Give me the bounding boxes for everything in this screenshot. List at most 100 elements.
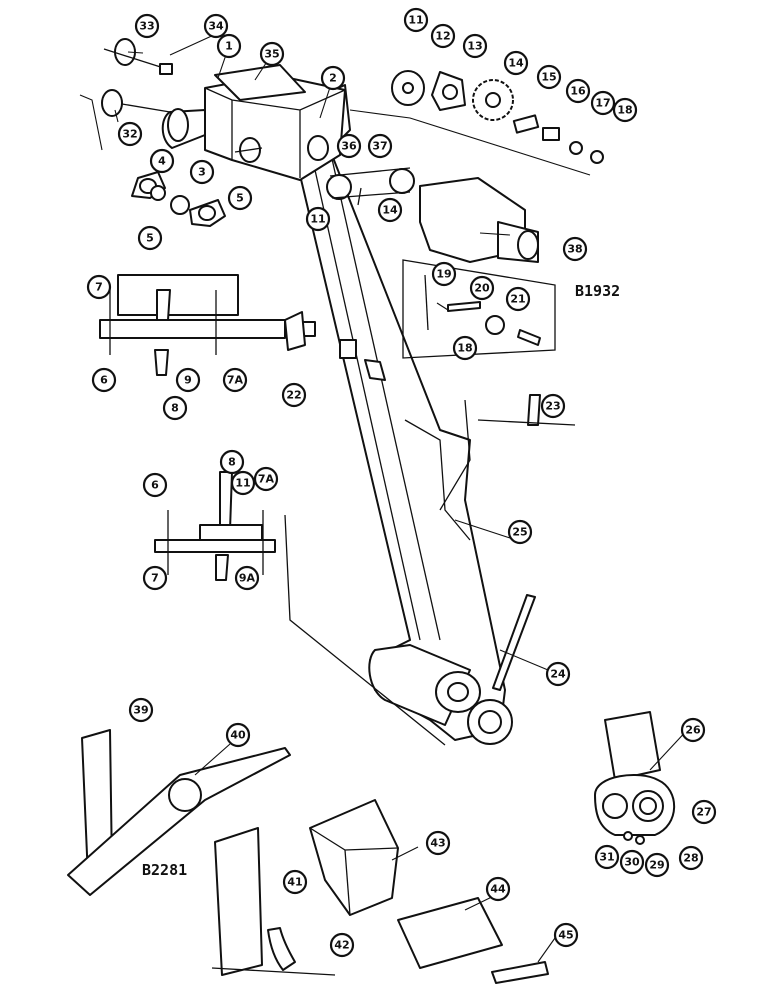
callout-label: 14 — [508, 57, 524, 70]
callout-label: 36 — [341, 140, 357, 153]
callout-label: 8 — [171, 402, 179, 415]
callout-3: 3 — [189, 159, 215, 185]
callout-label: 6 — [151, 479, 159, 492]
callout-29: 29 — [644, 852, 670, 878]
callout-40: 40 — [225, 722, 251, 748]
callout-33: 33 — [134, 13, 160, 39]
callout-9a-lower: 9A — [234, 565, 260, 591]
callout-label: 27 — [696, 806, 711, 819]
bracket-plate — [402, 259, 556, 359]
callout-label: 24 — [550, 668, 566, 681]
callout-label: 23 — [545, 400, 560, 413]
callout-16: 16 — [565, 78, 591, 104]
callout-label: 32 — [122, 128, 137, 141]
callout-8-upper: 8 — [162, 395, 188, 421]
callout-12: 12 — [430, 23, 456, 49]
callout-31: 31 — [594, 844, 620, 870]
callout-label: 29 — [649, 859, 664, 872]
callout-label: 5 — [236, 192, 244, 205]
callout-label: 20 — [474, 282, 490, 295]
callout-label: 19 — [436, 268, 451, 281]
callout-label: 28 — [683, 852, 698, 865]
callout-label: 15 — [541, 71, 556, 84]
callout-label: 17 — [595, 97, 610, 110]
callout-18: 18 — [612, 97, 638, 123]
callout-11-lower: 11 — [230, 470, 256, 496]
callout-label: 43 — [430, 837, 445, 850]
callout-11-mid: 11 — [305, 206, 331, 232]
callout-label: 16 — [570, 85, 586, 98]
callout-label: 45 — [558, 929, 573, 942]
callout-1: 1 — [216, 33, 242, 59]
callout-label: 33 — [139, 20, 154, 33]
callout-11: 11 — [403, 7, 429, 33]
callout-13: 13 — [462, 33, 488, 59]
callout-label: 9A — [239, 572, 256, 585]
callout-label: 2 — [329, 72, 337, 85]
callout-35: 35 — [259, 41, 285, 67]
callout-42: 42 — [329, 932, 355, 958]
callout-14: 14 — [503, 50, 529, 76]
callout-label: 39 — [133, 704, 148, 717]
callout-7-upper: 7 — [86, 274, 112, 300]
callout-label: 35 — [264, 48, 279, 61]
callout-37: 37 — [367, 133, 393, 159]
callout-label: 11 — [235, 477, 250, 490]
callout-label: 3 — [198, 166, 206, 179]
callout-9-upper: 9 — [175, 367, 201, 393]
callout-label: 11 — [408, 14, 423, 27]
bearing-parts — [131, 171, 226, 227]
callout-label: 31 — [599, 851, 614, 864]
callout-28: 28 — [678, 845, 704, 871]
callout-label: 37 — [372, 140, 387, 153]
callout-39: 39 — [128, 697, 154, 723]
callout-27: 27 — [691, 799, 717, 825]
callout-label: 7 — [151, 572, 159, 585]
callout-17: 17 — [590, 90, 616, 116]
callout-label: 13 — [467, 40, 482, 53]
callout-14-mid: 14 — [377, 197, 403, 223]
callout-label: 42 — [334, 939, 349, 952]
callout-41: 41 — [282, 869, 308, 895]
head-assembly — [161, 64, 346, 181]
callout-21: 21 — [505, 286, 531, 312]
callout-label: 7 — [95, 281, 103, 294]
callout-label: 25 — [512, 526, 527, 539]
callout-label: 26 — [685, 724, 701, 737]
callout-label: 9 — [184, 374, 192, 387]
callout-label: 21 — [510, 293, 525, 306]
paddle-assembly-upper — [99, 274, 306, 376]
callout-label: 4 — [158, 155, 166, 168]
small-brackets — [364, 359, 576, 511]
callout-22: 22 — [281, 382, 307, 408]
frame-parts — [67, 729, 549, 984]
callout-7a-lower: 7A — [253, 466, 279, 492]
callout-19: 19 — [431, 261, 457, 287]
callout-36: 36 — [336, 133, 362, 159]
callout-34: 34 — [203, 13, 229, 39]
callout-label: 18 — [617, 104, 632, 117]
callout-20: 20 — [469, 275, 495, 301]
callout-label: 40 — [230, 729, 246, 742]
callout-25: 25 — [507, 519, 533, 545]
callout-6-lower: 6 — [142, 472, 168, 498]
callout-15: 15 — [536, 64, 562, 90]
callout-7-lower: 7 — [142, 565, 168, 591]
elevator-housing — [299, 84, 536, 745]
callout-30: 30 — [619, 849, 645, 875]
callout-5-head: 5 — [227, 185, 253, 211]
callout-label: 11 — [310, 213, 325, 226]
callout-44: 44 — [485, 876, 511, 902]
lower-detail — [594, 711, 676, 845]
callout-label: 30 — [624, 856, 640, 869]
callout-label: 34 — [208, 20, 224, 33]
callout-32: 32 — [117, 121, 143, 147]
callout-4: 4 — [149, 148, 175, 174]
callout-label: 22 — [286, 389, 301, 402]
callout-43: 43 — [425, 830, 451, 856]
chain-and-cover — [326, 167, 539, 263]
callout-label: 44 — [490, 883, 506, 896]
callout-7a-upper: 7A — [222, 367, 248, 393]
paddle-assembly-lower — [154, 471, 446, 746]
